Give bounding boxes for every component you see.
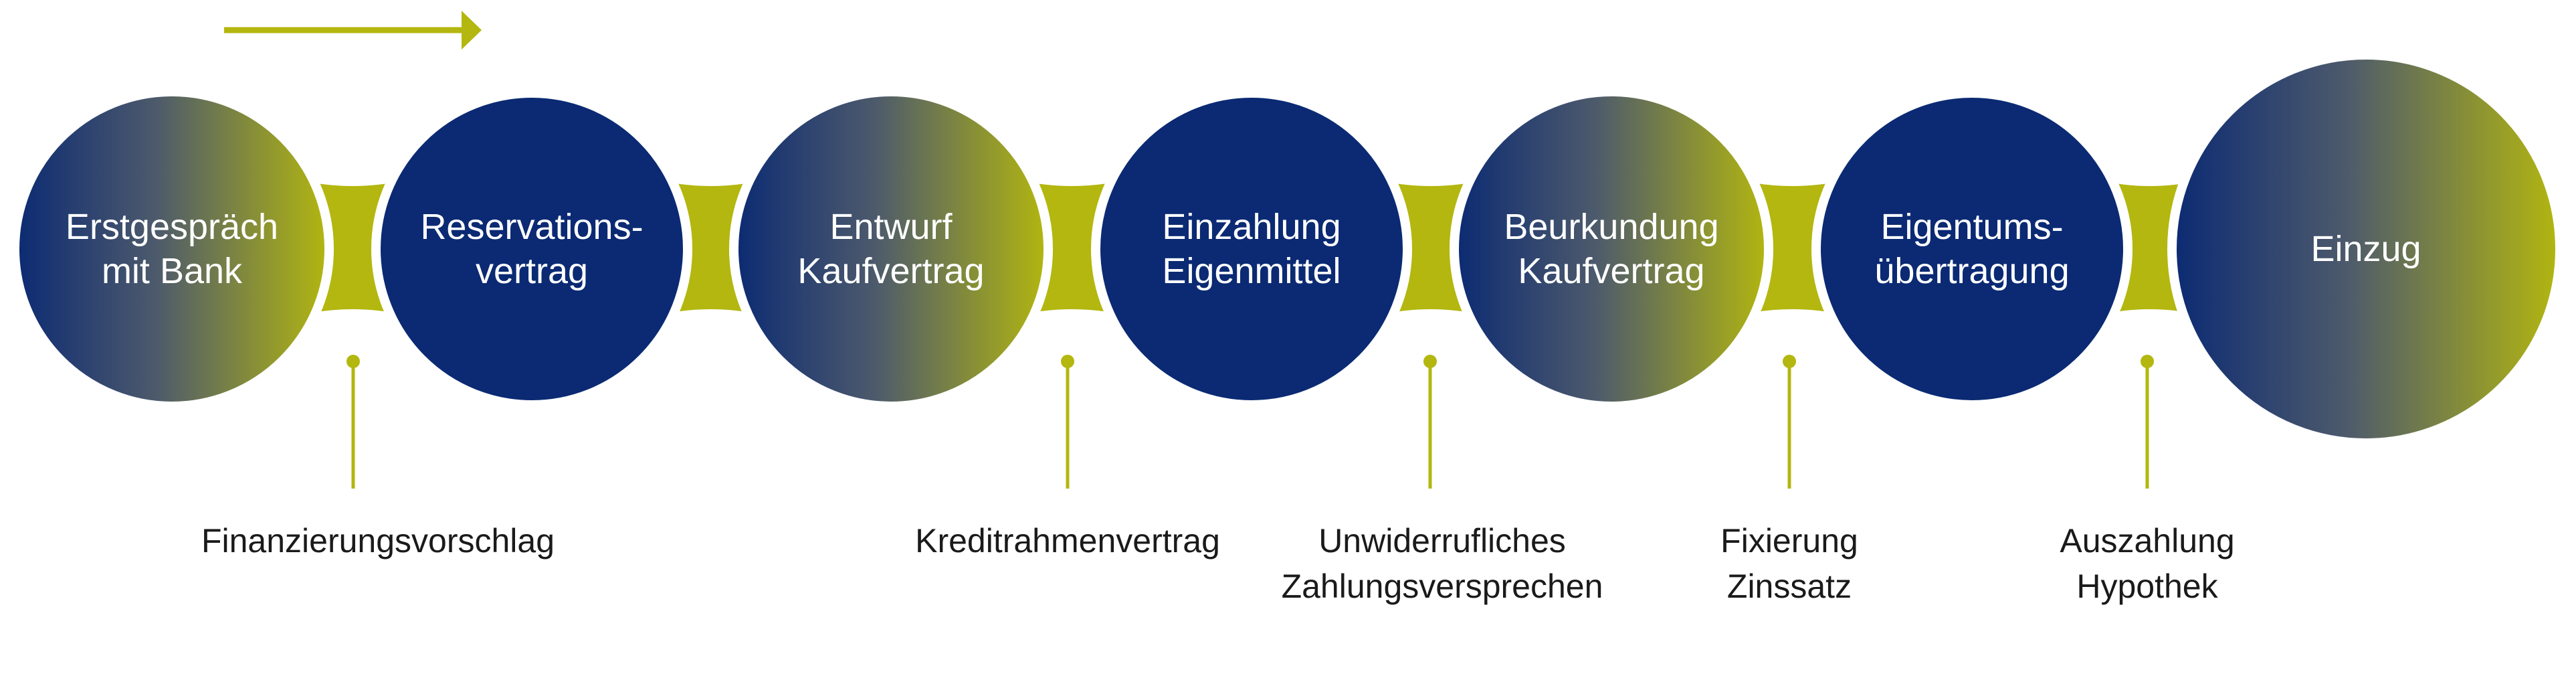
step-beurkundung-kaufvertrag-label-line: Beurkundung	[1504, 207, 1718, 247]
direction-arrow-icon	[224, 11, 482, 50]
step-reservations-vertrag: Reservations-vertrag	[371, 88, 692, 410]
milestone-fixierung-zinssatz-label-line: Fixierung	[1720, 522, 1858, 560]
milestone-finanzierungsvorschlag: Finanzierungsvorschlag	[201, 355, 555, 560]
step-erstgespraech-mit-bank-label-line: Erstgespräch	[66, 207, 278, 247]
step-entwurf-kaufvertrag-label-line: Entwurf	[829, 207, 953, 247]
step-einzahlung-eigenmittel-label-line: Einzahlung	[1162, 207, 1341, 247]
milestone-unwiderrufliches-zahlungsversprechen-label-line: Unwiderrufliches	[1318, 522, 1566, 560]
step-entwurf-kaufvertrag-label-line: Kaufvertrag	[797, 251, 984, 291]
milestone-auszahlung-hypothek-label-line: Auszahlung	[2060, 522, 2234, 560]
step-einzahlung-eigenmittel-circle	[1091, 88, 1412, 410]
step-eigentums-uebertragung: Eigentums-übertragung	[1811, 88, 2133, 410]
step-erstgespraech-mit-bank-label-line: mit Bank	[102, 251, 243, 291]
milestone-markers: Finanzierungsvorschlag Kreditrahmenvertra…	[201, 355, 2235, 605]
milestone-auszahlung-hypothek-label-line: Hypothek	[2076, 568, 2218, 605]
step-einzug-circle	[2167, 50, 2565, 448]
step-einzug-label-line: Einzug	[2310, 229, 2421, 269]
step-eigentums-uebertragung-label-line: übertragung	[1874, 251, 2069, 291]
milestone-fixierung-zinssatz-label-line: Zinssatz	[1727, 568, 1852, 605]
milestone-finanzierungsvorschlag-label-line: Finanzierungsvorschlag	[201, 522, 555, 560]
step-eigentums-uebertragung-label-line: Eigentums-	[1880, 207, 2063, 247]
step-beurkundung-kaufvertrag-label-line: Kaufvertrag	[1518, 251, 1704, 291]
milestone-kreditrahmenvertrag: Kreditrahmenvertrag	[915, 355, 1220, 560]
milestone-kreditrahmenvertrag-label-line: Kreditrahmenvertrag	[915, 522, 1220, 560]
step-einzahlung-eigenmittel-label-line: Eigenmittel	[1162, 251, 1341, 291]
step-eigentums-uebertragung-circle	[1811, 88, 2133, 410]
step-reservations-vertrag-label-line: vertrag	[476, 251, 588, 291]
step-reservations-vertrag-circle	[371, 88, 692, 410]
step-reservations-vertrag-label-line: Reservations-	[420, 207, 643, 247]
step-einzug: Einzug	[2167, 50, 2565, 448]
step-beurkundung-kaufvertrag-circle	[1450, 87, 1773, 411]
milestone-unwiderrufliches-zahlungsversprechen-label-line: Zahlungsversprechen	[1282, 568, 1603, 605]
step-erstgespraech-mit-bank-circle	[10, 87, 334, 411]
step-entwurf-kaufvertrag-circle	[729, 87, 1053, 411]
